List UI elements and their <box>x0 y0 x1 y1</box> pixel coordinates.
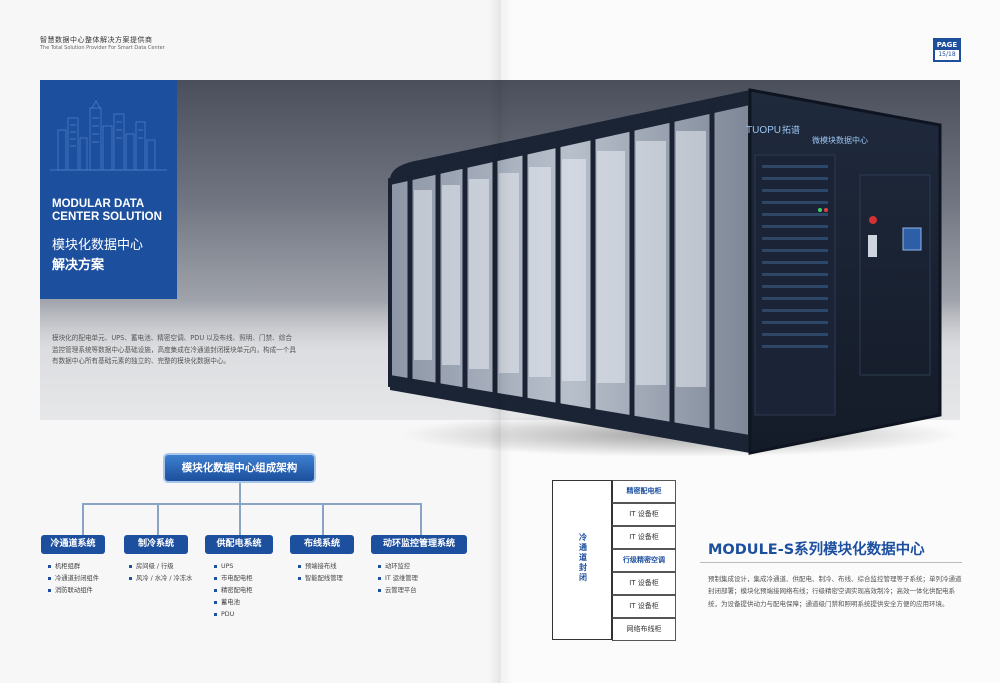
page-label: PAGE <box>936 41 958 49</box>
module-description: 预制集成设计，集成冷通道、供配电、制冷、布线、综合监控管理等子系统；单列冷通道封… <box>708 575 962 608</box>
cold-aisle-label: 冷通道封闭 <box>579 533 587 582</box>
list-item: 预端接布线 <box>298 561 343 573</box>
node-power: 供配电系统 <box>205 535 273 554</box>
node-monitoring: 动环监控管理系统 <box>371 535 467 554</box>
cabinet-brand-en: TUOPU <box>746 125 781 136</box>
layout-row-it-cabinet: IT 设备柜 <box>612 595 676 618</box>
title-en-line1: MODULAR DATA <box>52 198 145 210</box>
solution-title-box: MODULAR DATA CENTER SOLUTION 模块化数据中心 解决方… <box>40 80 177 299</box>
org-connector-3 <box>239 503 241 535</box>
header-title-en: The Total Solution Provider For Smart Da… <box>40 45 165 51</box>
list-item: 冷通道封闭组件 <box>48 573 99 585</box>
layout-row-it-cabinet: IT 设备柜 <box>612 526 676 549</box>
cabinet-brand-cn: 拓谱 <box>782 124 800 136</box>
cabling-items: 预端接布线 智能配线管理 <box>298 561 343 585</box>
layout-row-row-ac: 行级精密空调 <box>612 549 676 572</box>
cabinet-label: 微模块数据中心 <box>812 135 868 145</box>
title-en-line2: CENTER SOLUTION <box>52 211 162 223</box>
list-item: 智能配线管理 <box>298 573 343 585</box>
cold-aisle-items: 机柜组群 冷通道封闭组件 消防联动组件 <box>48 561 99 597</box>
org-connector-vertical <box>239 483 241 503</box>
org-connector-horizontal <box>82 503 421 505</box>
node-cooling: 制冷系统 <box>124 535 188 554</box>
list-item: 云管理平台 <box>378 585 418 597</box>
org-connector-4 <box>322 503 324 535</box>
monitoring-items: 动环监控 IT 运维管理 云管理平台 <box>378 561 418 597</box>
list-item: 消防联动组件 <box>48 585 99 597</box>
list-item: 蓄电池 <box>214 597 252 609</box>
list-item: UPS <box>214 561 252 573</box>
architecture-root-node: 模块化数据中心组成架构 <box>163 453 316 483</box>
node-cabling: 布线系统 <box>290 535 354 554</box>
cooling-items: 房间级 / 行级 风冷 / 水冷 / 冷冻水 <box>129 561 192 585</box>
list-item: 房间级 / 行级 <box>129 561 192 573</box>
list-item: 机柜组群 <box>48 561 99 573</box>
list-item: 动环监控 <box>378 561 418 573</box>
cold-aisle-block: 冷通道封闭 <box>552 480 612 640</box>
modular-datacenter-illustration: TUOPU 拓谱 微模块数据中心 <box>388 88 960 457</box>
city-skyline-icon <box>50 100 167 171</box>
org-connector-1 <box>82 503 84 535</box>
list-item: PDU <box>214 609 252 621</box>
title-en: MODULAR DATA CENTER SOLUTION <box>52 198 177 224</box>
list-item: 风冷 / 水冷 / 冷冻水 <box>129 573 192 585</box>
page-number: 15/18 <box>935 50 959 60</box>
header-title-cn: 智慧数据中心整体解决方案提供商 <box>40 36 153 44</box>
power-items: UPS 市电配电柜 精密配电柜 蓄电池 PDU <box>214 561 252 621</box>
list-item: IT 运维管理 <box>378 573 418 585</box>
org-connector-5 <box>420 503 422 535</box>
node-cold-aisle: 冷通道系统 <box>41 535 105 554</box>
page-number-badge: PAGE 15/18 <box>933 38 961 62</box>
layout-row-it-cabinet: IT 设备柜 <box>612 503 676 526</box>
module-divider <box>700 562 962 563</box>
title-cn-line2: 解决方案 <box>52 258 105 273</box>
title-cn-line1: 模块化数据中心 <box>52 238 144 253</box>
list-item: 精密配电柜 <box>214 585 252 597</box>
layout-row-power-cabinet: 精密配电柜 <box>612 480 676 503</box>
module-title: MODULE-S系列模块化数据中心 <box>708 542 925 558</box>
layout-row-it-cabinet: IT 设备柜 <box>612 572 676 595</box>
layout-row-network-cabinet: 网络布线柜 <box>612 618 676 641</box>
intro-paragraph: 模块化的配电单元、UPS、蓄电池、精密空调、PDU 以及布线、照明、门禁、综合监… <box>52 334 296 365</box>
spread-gutter <box>488 0 512 683</box>
list-item: 市电配电柜 <box>214 573 252 585</box>
org-connector-2 <box>157 503 159 535</box>
